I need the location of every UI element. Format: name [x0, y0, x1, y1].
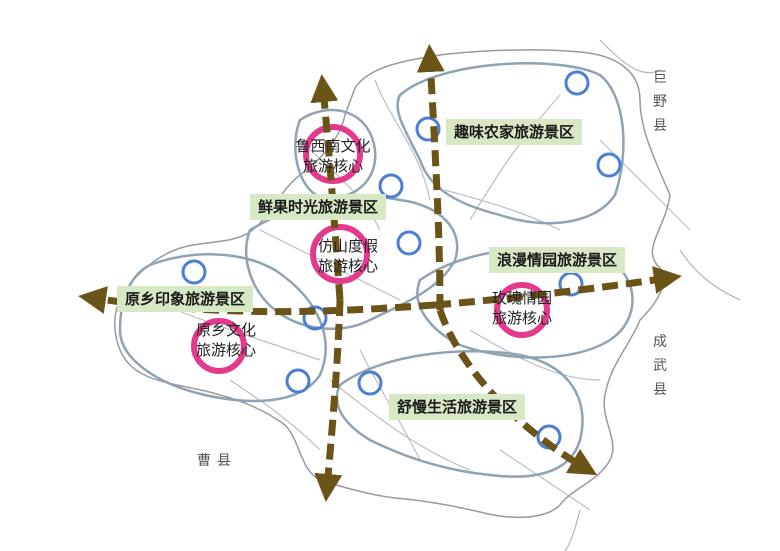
- node-circle: [302, 305, 328, 331]
- node-circle: [558, 271, 584, 297]
- county-label-juye: 巨野县: [653, 70, 667, 134]
- core-label-line2: 旅游核心: [195, 341, 256, 359]
- county-label-chengwu: 成武县: [653, 334, 667, 398]
- axis-horizontal-east: [434, 266, 682, 309]
- core-label-luxinan: 鲁西南文化 旅游核心: [273, 136, 393, 176]
- zone-outline-quwei: [396, 62, 625, 225]
- core-rings: [191, 124, 550, 374]
- core-ring-luxinan: [303, 124, 363, 184]
- core-label-line2: 旅游核心: [302, 157, 363, 175]
- core-ring-fangshan: [310, 224, 370, 284]
- tourism-nodes: [181, 70, 622, 450]
- zone-label-yuanxiang: 原乡印象旅游景区: [117, 286, 254, 312]
- node-circle: [357, 370, 383, 396]
- node-circle: [181, 259, 207, 285]
- node-circle: [596, 152, 622, 178]
- zone-label-quwei: 趣味农家旅游景区: [446, 119, 583, 145]
- core-label-yuanxiang: 原乡文化 旅游核心: [166, 320, 286, 360]
- zone-outline-luxinan: [294, 108, 377, 200]
- zone-outline-yuanxiang: [118, 253, 327, 403]
- core-label-line1: 鲁西南文化: [295, 137, 371, 155]
- core-label-line2: 旅游核心: [317, 257, 378, 275]
- core-label-fangshan: 仿山度假 旅游核心: [288, 236, 408, 276]
- node-circle: [285, 368, 311, 394]
- zone-outline-shuman: [335, 350, 584, 478]
- node-circle: [415, 116, 441, 142]
- core-label-line1: 原乡文化: [195, 321, 256, 339]
- node-circle: [396, 230, 422, 256]
- core-label-line2: 旅游核心: [491, 309, 552, 327]
- core-label-line1: 仿山度假: [317, 237, 378, 255]
- node-circle: [378, 173, 404, 199]
- zone-label-shuman: 舒慢生活旅游景区: [389, 394, 526, 420]
- node-circle: [564, 70, 590, 96]
- county-label-caoxian: 曹县: [197, 453, 237, 469]
- core-label-meigui: 玫瑰情园 旅游核心: [462, 288, 582, 328]
- outer-road: [564, 39, 741, 551]
- axis-diagonal-north: [416, 44, 445, 311]
- zone-label-xianguo: 鲜果时光旅游景区: [250, 194, 387, 220]
- county-boundary: [114, 49, 671, 519]
- core-ring-meigui: [494, 282, 550, 338]
- core-ring-yuanxiang: [191, 318, 247, 374]
- zone-label-langman: 浪漫情园旅游景区: [489, 247, 626, 273]
- core-label-line1: 玫瑰情园: [491, 289, 552, 307]
